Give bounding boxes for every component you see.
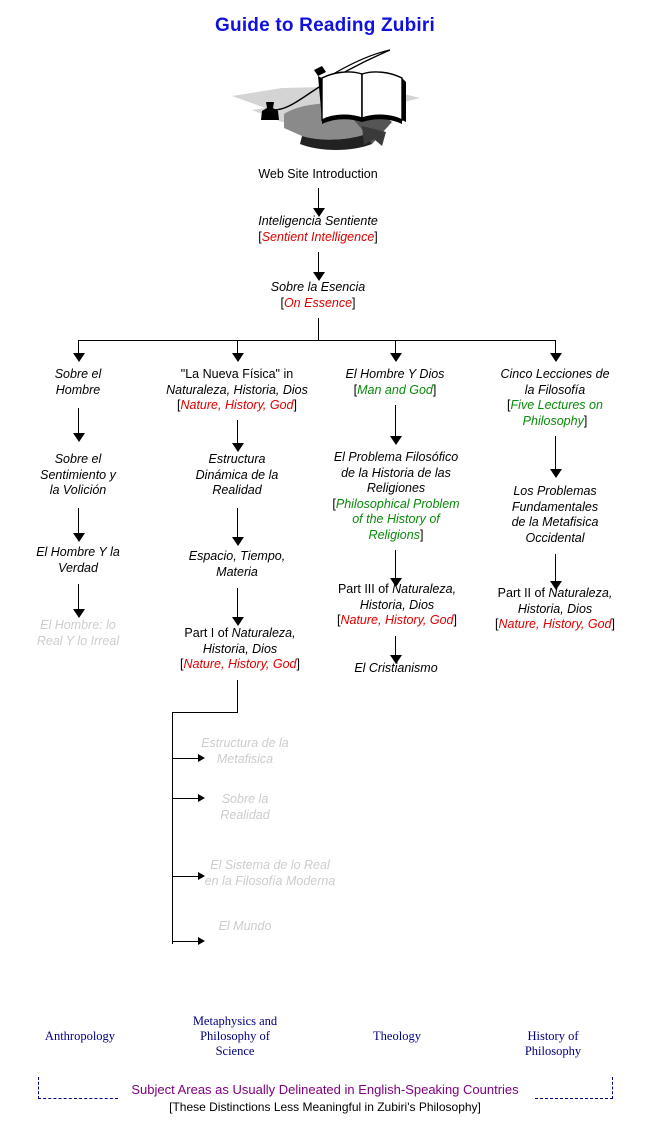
connector-col4-1-to-2 [555, 436, 556, 471]
connector-col3-1-to-2 [395, 405, 396, 438]
connector-branch-spine [172, 712, 173, 944]
subject-areas-caption: Subject Areas as Usually Delineated in E… [131, 1082, 519, 1097]
arrowhead-icon [198, 754, 205, 762]
node-part-iii-naturaleza-historia-dios[interactable]: Part III of Naturaleza, Historia, Dios [… [337, 582, 457, 627]
bracket-right-dash [535, 1098, 613, 1099]
subject-label-history-of-philosophy: History of Philosophy [524, 1029, 582, 1058]
node-sobre-la-esencia[interactable]: Sobre la Esencia [On Essence] [270, 280, 366, 310]
connector-col3-2-to-3 [395, 550, 396, 580]
node-sobre-el-hombre[interactable]: Sobre el Hombre [54, 367, 102, 397]
connector-col2-2-to-3 [237, 508, 238, 539]
arrowhead-icon [390, 655, 402, 664]
connector-fork-drop-3 [395, 340, 396, 354]
connector-intro-to-inteligencia [318, 188, 319, 210]
subject-label-theology: Theology [373, 1029, 421, 1043]
connector-col1-1-to-2 [78, 408, 79, 435]
arrowhead-icon [198, 794, 205, 802]
node-los-problemas-fundamentales-de-la-metafisica-occidental[interactable]: Los Problemas Fundamentales de la Metafi… [511, 484, 599, 545]
arrowhead-icon [550, 581, 562, 590]
connector-fork-drop-4 [555, 340, 556, 354]
arrowhead-icon [550, 469, 562, 478]
page-title: Guide to Reading Zubiri [215, 15, 435, 36]
connector-branch-3 [172, 876, 200, 877]
node-estructura-de-la-metafisica: Estructura de la Metafisica [201, 736, 289, 766]
arrowhead-icon [232, 353, 244, 362]
arrowhead-icon [550, 353, 562, 362]
node-sobre-el-sentimiento-y-la-volicion[interactable]: Sobre el Sentimiento y la Volición [40, 452, 116, 497]
arrowhead-icon [390, 578, 402, 587]
subject-label-metaphysics-philosophy-of-science: Metaphysics and Philosophy of Science [192, 1014, 278, 1058]
node-estructura-dinamica-de-la-realidad[interactable]: Estructura Dinámica de la Realidad [195, 452, 279, 497]
node-espacio-tiempo-materia[interactable]: Espacio, Tiempo, Materia [188, 549, 286, 579]
node-cinco-lecciones-de-la-filosofia[interactable]: Cinco Lecciones de la Filosofía [Five Le… [500, 367, 610, 428]
arrowhead-icon [313, 272, 325, 281]
arrowhead-icon [313, 208, 325, 217]
arrowhead-icon [390, 353, 402, 362]
arrowhead-icon [198, 872, 205, 880]
subject-areas-note: [These Distinctions Less Meaningful in Z… [169, 1100, 481, 1114]
bracket-left-dash [38, 1098, 118, 1099]
connector-col2-3-to-4 [237, 588, 238, 619]
node-el-problema-filosofico-de-la-historia-de-las-religiones[interactable]: El Problema Filosófico de la Historia de… [332, 450, 460, 542]
node-el-cristianismo[interactable]: El Cristianismo [354, 661, 438, 675]
connector-col3-3-to-4 [395, 636, 396, 658]
node-el-hombre-y-dios[interactable]: El Hombre Y Dios [Man and God] [345, 367, 445, 397]
node-el-hombre-lo-real-y-lo-irreal: El Hombre: lo Real Y lo Irreal [36, 618, 120, 648]
connector-col1-2-to-3 [78, 508, 79, 535]
node-sobre-la-realidad: Sobre la Realidad [220, 792, 270, 822]
connector-esencia-stem [318, 318, 319, 341]
arrowhead-icon [198, 937, 205, 945]
connector-inteligencia-to-esencia [318, 252, 319, 274]
arrowhead-icon [73, 433, 85, 442]
open-book-with-quill-and-inkwell-icon [222, 48, 427, 163]
arrowhead-icon [232, 617, 244, 626]
connector-branch-2 [172, 798, 200, 799]
connector-part1-down [237, 680, 238, 712]
node-web-site-introduction[interactable]: Web Site Introduction [258, 167, 378, 181]
connector-branch-1 [172, 758, 200, 759]
connector-branch-4 [172, 941, 200, 942]
node-part-ii-naturaleza-historia-dios[interactable]: Part II of Naturaleza, Historia, Dios [N… [495, 586, 615, 631]
arrowhead-icon [73, 353, 85, 362]
arrowhead-icon [232, 537, 244, 546]
arrowhead-icon [232, 443, 244, 452]
node-part-i-naturaleza-historia-dios[interactable]: Part I of Naturaleza, Historia, Dios [Na… [180, 626, 300, 671]
arrowhead-icon [73, 609, 85, 618]
connector-col2-1-to-2 [237, 420, 238, 445]
node-el-mundo: El Mundo [218, 919, 272, 933]
connector-fork-drop-1 [78, 340, 79, 354]
node-el-hombre-y-la-verdad[interactable]: El Hombre Y la Verdad [36, 545, 120, 575]
bracket-left-tick [38, 1077, 39, 1099]
bracket-right-tick [612, 1077, 613, 1099]
arrowhead-icon [73, 533, 85, 542]
arrowhead-icon [390, 436, 402, 445]
connector-fork-drop-2 [237, 340, 238, 354]
node-inteligencia-sentiente[interactable]: Inteligencia Sentiente [Sentient Intelli… [258, 214, 378, 244]
node-la-nueva-fisica[interactable]: "La Nueva Física" in Naturaleza, Histori… [166, 367, 308, 412]
connector-col4-2-to-3 [555, 554, 556, 583]
subject-label-anthropology: Anthropology [44, 1029, 116, 1043]
connector-part1-elbow [172, 712, 238, 713]
node-el-sistema-de-lo-real-en-la-filosofia-moderna: El Sistema de lo Real en la Filosofía Mo… [204, 858, 336, 888]
connector-fork-bar [78, 340, 556, 341]
connector-col1-3-to-4 [78, 584, 79, 611]
